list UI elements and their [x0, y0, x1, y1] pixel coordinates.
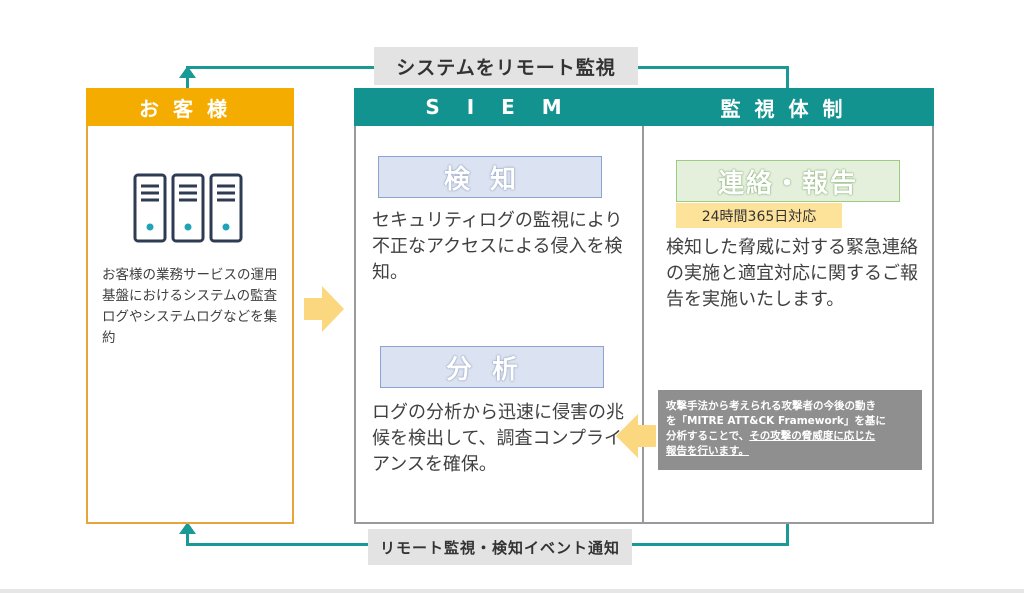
mitre-note-line-4: 報告を行います。: [666, 445, 749, 457]
mitre-note-line-3: 分析することで、: [666, 430, 750, 442]
top-flow-line-up: [186, 76, 189, 88]
report-text: 検知した脅威に対する緊急連絡の実施と適宜対応に関するご報告を実施いたします。: [666, 237, 918, 310]
server-rack-icon: [133, 173, 243, 243]
mitre-note-line-2: を「MITRE ATT&CK Framework」を基に: [666, 415, 886, 427]
column-divider: [642, 126, 644, 523]
page-bottom-border: [0, 589, 1024, 593]
monitoring-header: 監視体制: [643, 88, 934, 126]
bottom-flow-line-right: [630, 543, 789, 546]
bottom-flow-line-left: [186, 543, 374, 546]
customer-panel: [86, 88, 294, 524]
bottom-flow-arrowhead-icon: [179, 522, 196, 534]
report-label: 連絡・報告: [676, 160, 900, 202]
mitre-note: 攻撃手法から考えられる攻撃者の今後の動き を「MITRE ATT&CK Fram…: [658, 390, 922, 470]
customer-description: お客様の業務サービスの運用基盤におけるシステムの監査ログやシステムログなどを集約: [102, 267, 278, 346]
top-flow-line-right: [636, 66, 789, 69]
top-flow-label: システムをリモート監視: [374, 47, 638, 85]
analyze-label: 分析: [380, 346, 604, 388]
flow-right-arrow-icon: [304, 286, 344, 332]
mitre-note-line-1: 攻撃手法から考えられる攻撃者の今後の動き: [666, 400, 876, 412]
bottom-flow-line-up: [786, 522, 789, 546]
support-hours-badge: 24時間365日対応: [676, 203, 842, 228]
siem-header: S I E M: [354, 88, 643, 126]
top-flow-line-down: [786, 66, 789, 90]
analyze-text: ログの分析から迅速に侵害の兆候を検出して、調査コンプライアンスを確保。: [372, 402, 624, 475]
customer-header: お客様: [86, 88, 294, 126]
bottom-flow-line-down: [186, 528, 189, 546]
top-flow-arrowhead-icon: [179, 66, 196, 78]
detect-label: 検知: [378, 156, 602, 198]
flow-left-arrow-icon: [616, 414, 656, 458]
bottom-flow-label: リモート監視・検知イベント通知: [368, 529, 632, 565]
mitre-note-line-3-emphasis: その攻撃の脅威度に応じた: [749, 430, 876, 442]
top-flow-line-left: [186, 66, 386, 69]
detect-text: セキュリティログの監視により不正なアクセスによる侵入を検知。: [372, 210, 623, 283]
